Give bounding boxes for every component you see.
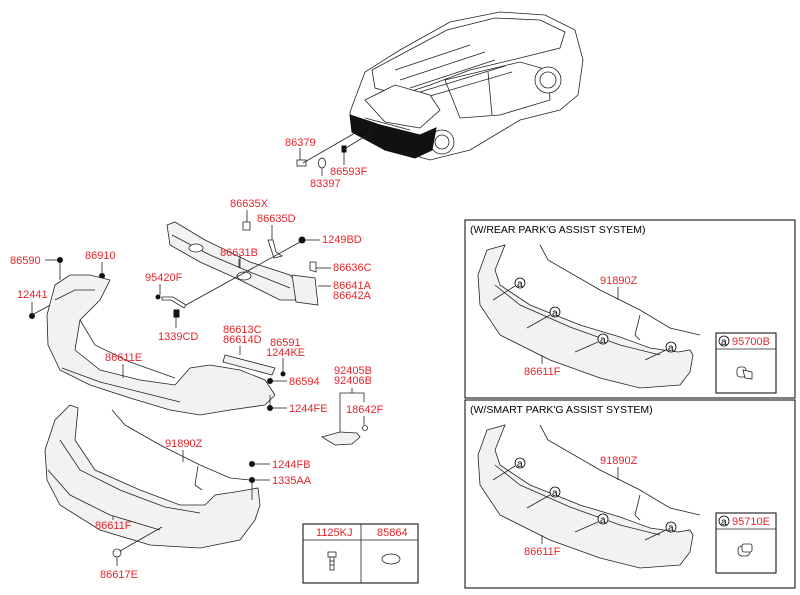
svg-text:a: a [600, 335, 606, 346]
marker-a [665, 521, 677, 533]
callout-86910[interactable]: 86910 [85, 250, 116, 262]
reflector-part-86613C [222, 354, 276, 376]
bolt-icon [327, 551, 337, 571]
panel-rear-callout-bumper[interactable]: 86611F [524, 366, 561, 378]
callout-86641A[interactable]: 86641A [333, 280, 372, 292]
svg-text:a: a [668, 523, 674, 534]
parking-sensor-icon [736, 366, 753, 380]
callout-86613C[interactable]: 86613C [223, 324, 262, 336]
bolt-part-86593F [341, 145, 347, 153]
callout-86591[interactable]: 86591 [270, 337, 301, 349]
callout-12441[interactable]: 12441 [17, 289, 48, 301]
svg-text:a: a [552, 488, 558, 499]
ring-part-83397 [318, 157, 326, 169]
callout-86614D[interactable]: 86614D [223, 334, 262, 346]
hardware-col-85864[interactable]: 85864 [377, 527, 408, 539]
parking-sensor-icon [737, 543, 753, 557]
callout-86635D[interactable]: 86635D [257, 213, 296, 225]
svg-text:a: a [517, 459, 523, 470]
marker-a [597, 513, 609, 525]
marker-a [549, 486, 561, 498]
callout-1244FB[interactable]: 1244FB [272, 459, 311, 471]
callout-1339CD[interactable]: 1339CD [158, 331, 198, 343]
hardware-col-1125KJ[interactable]: 1125KJ [316, 527, 353, 539]
lamp-part-92405B [321, 431, 361, 446]
callout-group-86379: 86379 83397 86593F [285, 131, 373, 190]
harness-wire-91890Z [111, 409, 251, 481]
panel-rear-park-assist: (W/REAR PARK'G ASSIST SYSTEM) a a a a 91… [464, 219, 796, 399]
bracket-part-86641A [291, 274, 319, 306]
callout-1335AA[interactable]: 1335AA [272, 475, 312, 487]
sensor-part-95700B[interactable]: 95700B [732, 336, 770, 348]
callout-86590[interactable]: 86590 [10, 255, 41, 267]
callout-86636C[interactable]: 86636C [333, 262, 372, 274]
svg-text:a: a [721, 337, 727, 348]
marker-a [597, 333, 609, 345]
panel-title-smart: (W/SMART PARK'G ASSIST SYSTEM) [470, 404, 653, 416]
bumper-cover-86611E [46, 274, 276, 416]
callout-1244FE[interactable]: 1244FE [289, 403, 328, 415]
marker-a [514, 277, 526, 289]
callout-92405B[interactable]: 92405B [334, 365, 372, 377]
svg-text:a: a [552, 308, 558, 319]
callout-91890Z[interactable]: 91890Z [165, 438, 203, 450]
callout-86642A[interactable]: 86642A [333, 290, 372, 302]
callout-1244KE[interactable]: 1244KE [266, 347, 305, 359]
svg-text:a: a [600, 515, 606, 526]
callout-83397[interactable]: 83397 [310, 178, 341, 190]
callout-86593F[interactable]: 86593F [330, 166, 368, 178]
callout-86594[interactable]: 86594 [289, 376, 320, 388]
vehicle-illustration [349, 11, 584, 161]
marker-a [514, 457, 526, 469]
callout-92406B[interactable]: 92406B [334, 375, 372, 387]
hardware-table: 1125KJ 85864 [302, 523, 419, 584]
panel-smart-park-assist: (W/SMART PARK'G ASSIST SYSTEM) a a a a 9… [464, 399, 796, 589]
svg-text:a: a [517, 279, 523, 290]
callout-86617E[interactable]: 86617E [100, 569, 138, 581]
callout-86379[interactable]: 86379 [285, 137, 316, 149]
svg-text:a: a [668, 343, 674, 354]
plug-cap-icon [381, 553, 401, 565]
sensor-part-95710E[interactable]: 95710E [732, 516, 770, 528]
callout-86631B[interactable]: 86631B [220, 247, 258, 259]
bumper-beam [166, 221, 306, 301]
callout-86635X[interactable]: 86635X [230, 198, 269, 210]
callout-86611E[interactable]: 86611E [105, 352, 142, 364]
panel-smart-callout-harness[interactable]: 91890Z [600, 455, 638, 467]
callout-18642F[interactable]: 18642F [346, 404, 384, 416]
lower-bumper-86611F [44, 404, 261, 549]
plug-part-86617E [112, 548, 122, 558]
svg-text:a: a [721, 517, 727, 528]
panel-rear-callout-harness[interactable]: 91890Z [600, 275, 638, 287]
marker-a [549, 306, 561, 318]
callout-86611F-main[interactable]: 86611F [95, 520, 132, 532]
callout-1249BD[interactable]: 1249BD [322, 234, 362, 246]
callout-95420F[interactable]: 95420F [145, 272, 183, 284]
panel-title-rear: (W/REAR PARK'G ASSIST SYSTEM) [470, 224, 645, 236]
panel-smart-callout-bumper[interactable]: 86611F [524, 546, 561, 558]
cover-part-86379 [296, 159, 307, 167]
marker-a [665, 341, 677, 353]
